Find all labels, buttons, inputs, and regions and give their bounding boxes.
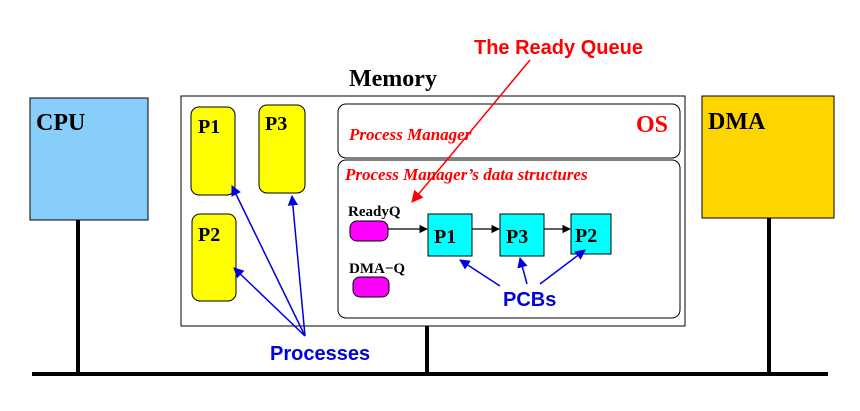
processes-arrow-p2 bbox=[233, 267, 306, 337]
memory-block: Memory P1 P3 P2 OS Process Manager Proce… bbox=[180, 66, 686, 327]
pcb-p1-label: P1 bbox=[434, 226, 456, 248]
processes-annotation: Processes bbox=[270, 343, 370, 365]
process-p2-label: P2 bbox=[198, 224, 220, 246]
os-process-manager-box bbox=[337, 103, 681, 159]
dma-block: DMA bbox=[701, 95, 835, 219]
memory-label: Memory bbox=[349, 66, 437, 92]
process-p1 bbox=[190, 106, 236, 196]
pcb-p3 bbox=[499, 213, 545, 257]
process-p3 bbox=[258, 104, 306, 194]
process-p3-label: P3 bbox=[265, 113, 287, 135]
cpu-label: CPU bbox=[36, 110, 85, 136]
ready-queue-arrow bbox=[411, 59, 531, 203]
readyq-head bbox=[349, 220, 389, 242]
process-p2 bbox=[191, 213, 237, 302]
dmaq-label: DMA−Q bbox=[349, 261, 405, 277]
dmaq-head bbox=[352, 276, 390, 298]
cpu-block: CPU bbox=[29, 97, 149, 221]
os-label: OS bbox=[636, 112, 668, 138]
pcbs-arrow-p3 bbox=[517, 256, 528, 285]
process-manager-label: Process Manager bbox=[348, 125, 472, 144]
pcbs-annotation: PCBs bbox=[503, 289, 556, 311]
process-p1-label: P1 bbox=[198, 116, 220, 138]
pcbs-arrow-p2 bbox=[539, 249, 586, 285]
pcb-p1 bbox=[427, 213, 473, 257]
pcb-p3-label: P3 bbox=[506, 226, 528, 248]
pcb-p2-label: P2 bbox=[575, 225, 597, 247]
ready-queue-annotation: The Ready Queue bbox=[474, 37, 643, 59]
pcb-p2 bbox=[570, 213, 612, 255]
data-structures-label: Process Manager’s data structures bbox=[344, 165, 588, 184]
processes-arrow-p3 bbox=[287, 194, 306, 337]
readyq-label: ReadyQ bbox=[348, 204, 401, 220]
dma-label: DMA bbox=[708, 109, 766, 135]
pcbs-arrow-p1 bbox=[459, 259, 501, 287]
processes-arrow-p1 bbox=[231, 185, 306, 337]
